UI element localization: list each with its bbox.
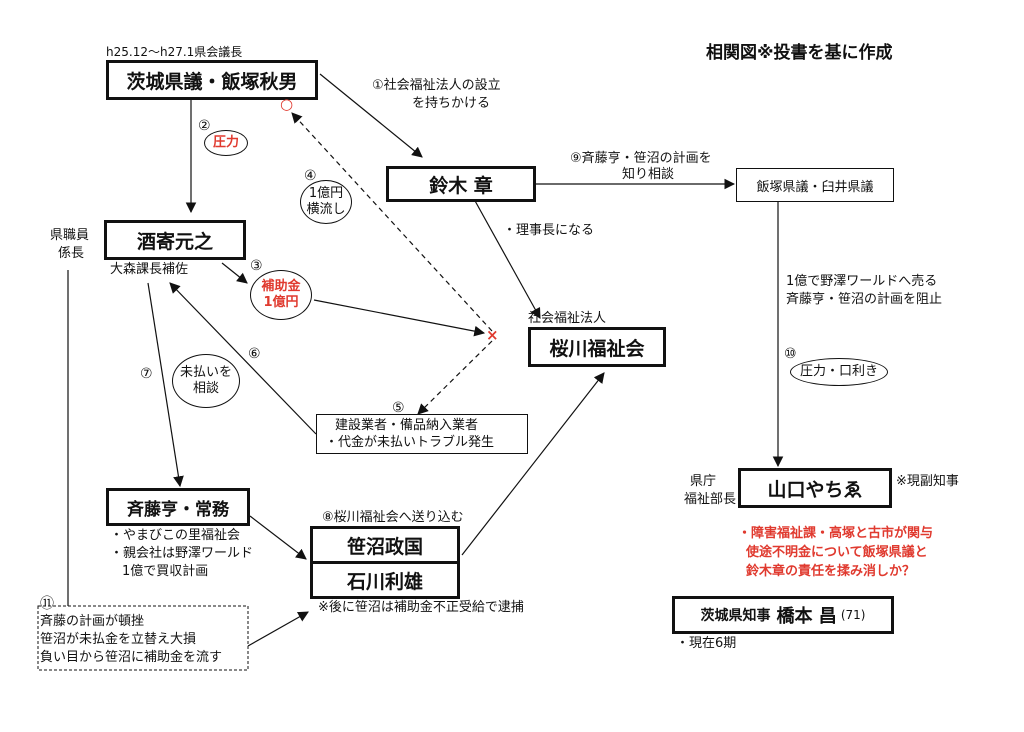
iizuka-usui-name: 飯塚県議・臼井県議 [756, 179, 874, 195]
label-6-num: ⑥ [248, 346, 261, 362]
hashimoto-note: ・現在6期 [676, 636, 737, 651]
label-4-num: ④ [304, 168, 317, 184]
label-6-line2: 相談 [192, 381, 219, 396]
yamaguchi-name: 山口やちゑ [767, 478, 863, 501]
label-11-num: ⑪ [40, 596, 54, 612]
sakayori-name: 酒寄元之 [136, 230, 213, 253]
sakayori-role-line1: 県職員 [50, 228, 90, 243]
contractors-line1: 建設業者・備品納入業者 [335, 418, 479, 433]
red-note-line2: 使途不明金について飯塚県議と [746, 545, 928, 560]
arrow-chairman [473, 198, 541, 319]
suzuki-name: 鈴木 章 [429, 174, 493, 197]
contractors-line2: ・代金が未払いトラブル発生 [325, 435, 495, 450]
arrow-1 [319, 73, 423, 158]
label-2-num: ② [198, 118, 211, 134]
label-3-ellipse: 補助金 1億円 [250, 270, 312, 320]
plan-line1: 1億で野澤ワールドへ売る [786, 274, 938, 289]
sakayori-role-line2: 係長 [58, 246, 85, 261]
label-4-ellipse: 1億円 横流し [300, 180, 352, 224]
iizuka-box: 茨城県議・飯塚秋男 [106, 60, 318, 100]
hashimoto-name: 橋本 昌 [776, 606, 837, 627]
red-note-line3: 鈴木章の責任を揉み消しか？ [746, 564, 916, 579]
label-3-line2: 1億円 [263, 295, 299, 310]
saito-note1: ・やまびこの里福祉会 [110, 528, 241, 543]
contractors-box: 建設業者・備品納入業者 ・代金が未払いトラブル発生 [316, 414, 528, 454]
yamaguchi-note: ※現副知事 [896, 474, 959, 489]
yamaguchi-box: 山口やちゑ [738, 468, 892, 508]
suzuki-box: 鈴木 章 [386, 166, 536, 202]
circle-mark: ○ [280, 95, 294, 113]
sasanuma-box: 笹沼政国 [310, 526, 460, 564]
label-2-text: 圧力 [212, 135, 239, 150]
hashimoto-age: (71) [840, 608, 866, 622]
label-8: ⑧桜川福祉会へ送り込む [322, 510, 464, 525]
x-mark: × [486, 326, 499, 344]
label-1-line1: ①社会福祉法人の設立 [372, 78, 501, 93]
label-3-line1: 補助金 [261, 279, 301, 294]
arrow-11 [247, 611, 309, 647]
label-11-line1: 斉藤の計画が頓挫 [40, 614, 145, 629]
sakuragawa-box: 桜川福祉会 [528, 327, 666, 367]
page-title: 相関図※投書を基に作成 [706, 43, 893, 63]
ishikawa-name: 石川利雄 [346, 570, 423, 593]
label-10-num: ⑩ [784, 346, 797, 362]
label-4-line2: 横流し [306, 202, 346, 217]
box-11-border [37, 605, 249, 671]
red-note-line1: ・障害福祉課・高塚と古市が関与 [738, 526, 934, 541]
label-10-text: 圧力・口利き [799, 364, 878, 379]
label-11-line2: 笹沼が未払金を立替え大損 [40, 632, 197, 647]
sakayori-sub: 大森課長補佐 [110, 262, 189, 277]
arrow-3a [221, 262, 248, 284]
iizuka-usui-box: 飯塚県議・臼井県議 [736, 168, 894, 202]
label-7-num: ⑦ [140, 366, 153, 382]
saito-box: 斉藤亨・常務 [106, 488, 250, 526]
arrow-3b [313, 299, 486, 337]
arrow-4 [291, 112, 493, 332]
arrow-6 [169, 282, 317, 435]
iizuka-name: 茨城県議・飯塚秋男 [126, 70, 298, 93]
sasanuma-note: ※後に笹沼は補助金不正受給で逮捕 [318, 600, 524, 615]
hashimoto-title: 茨城県知事 [700, 608, 771, 624]
saito-note3: 1億で買収計画 [122, 564, 209, 579]
arrow-saito-sasanuma [249, 515, 307, 560]
label-11-line3: 負い目から笹沼に補助金を流す [40, 650, 223, 665]
iizuka-period: h25.12〜h27.1県会議長 [106, 45, 243, 59]
saito-note2: ・親会社は野澤ワールド [110, 546, 254, 561]
sakuragawa-label: 社会福祉法人 [528, 311, 607, 326]
plan-line2: 斉藤亨・笹沼の計画を阻止 [786, 292, 943, 307]
arrow-8 [461, 372, 605, 556]
arrow-5 [417, 340, 493, 415]
label-1-line2: を持ちかける [412, 96, 491, 111]
sakayori-box: 酒寄元之 [104, 220, 246, 260]
label-6-line1: 未払いを [179, 365, 232, 380]
label-9-line2: 知り相談 [622, 167, 675, 182]
label-6-ellipse: 未払いを 相談 [172, 354, 240, 408]
label-3-num: ③ [250, 258, 263, 274]
label-9-line1: ⑨斉藤亨・笹沼の計画を [570, 151, 712, 166]
label-10-ellipse: 圧力・口利き [790, 358, 888, 386]
label-2-ellipse: 圧力 [204, 130, 248, 156]
yamaguchi-role-line1: 県庁 [690, 474, 717, 489]
label-chairman: ・理事長になる [503, 223, 595, 238]
hashimoto-box: 茨城県知事 橋本 昌 (71) [672, 596, 894, 634]
label-4-line1: 1億円 [308, 186, 344, 201]
label-5-num: ⑤ [392, 400, 405, 416]
arrow-7 [147, 282, 184, 488]
yamaguchi-role-line2: 福祉部長 [684, 492, 737, 507]
ishikawa-box: 石川利雄 [310, 561, 460, 599]
saito-name: 斉藤亨・常務 [127, 499, 229, 520]
sakuragawa-name: 桜川福祉会 [549, 337, 645, 360]
sasanuma-name: 笹沼政国 [346, 535, 423, 558]
